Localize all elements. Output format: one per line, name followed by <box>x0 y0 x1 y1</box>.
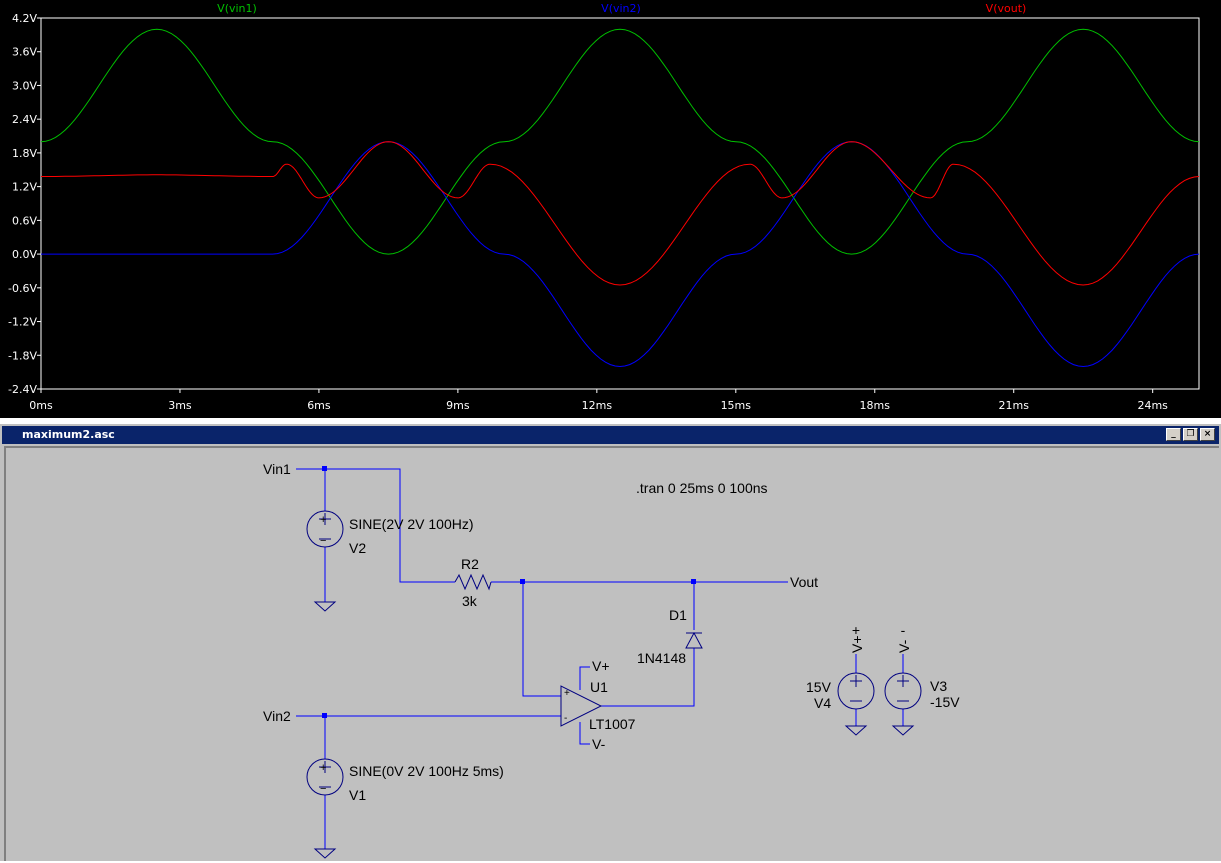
d1-ref[interactable]: D1 <box>669 607 687 623</box>
y-axis: 4.2V 3.6V 3.0V 2.4V 1.8V 1.2V 0.6V 0.0V -0.6V -1.… <box>8 12 41 396</box>
u1-ref[interactable]: U1 <box>590 679 608 695</box>
y-tick-label: -1.8V <box>8 349 37 362</box>
trace-group <box>40 28 1200 368</box>
plot-frame <box>40 17 1200 390</box>
v1-minus-mark: − <box>320 783 326 795</box>
r2-value[interactable]: 3k <box>462 593 478 609</box>
y-tick-label: 4.2V <box>12 12 37 25</box>
junction-dot <box>322 466 327 471</box>
waveform-plot-pane[interactable]: 4.2V 3.6V 3.0V 2.4V 1.8V 1.2V 0.6V 0.0V -0.6V -1.… <box>0 0 1221 418</box>
v2-value[interactable]: SINE(2V 2V 100Hz) <box>349 516 474 532</box>
close-button[interactable]: × <box>1200 428 1215 441</box>
y-tick-label: 3.6V <box>12 46 37 59</box>
x-tick-label: 0ms <box>29 399 53 412</box>
v4-value[interactable]: 15V <box>806 679 832 695</box>
trace-label-vin1[interactable]: V(vin1) <box>217 2 257 15</box>
minimize-button[interactable]: _ <box>1166 428 1181 441</box>
v1-ref[interactable]: V1 <box>349 787 366 803</box>
v2-plus-mark: + <box>320 514 326 526</box>
voltage-source-v2[interactable] <box>306 510 344 548</box>
d1-value[interactable]: 1N4148 <box>637 650 686 666</box>
v3-net-label[interactable]: V- <box>896 639 912 653</box>
voltage-source-v4[interactable] <box>837 672 875 710</box>
trace-vvin1[interactable] <box>40 28 1200 255</box>
wire-vin1[interactable] <box>296 468 455 583</box>
v3-value[interactable]: -15V <box>930 694 960 710</box>
v1-value[interactable]: SINE(0V 2V 100Hz 5ms) <box>349 763 504 779</box>
schematic-titlebar[interactable]: maximum2.asc _ ❐ × <box>2 426 1219 444</box>
wire-opamp-out[interactable] <box>601 648 695 707</box>
v2-ref[interactable]: V2 <box>349 540 366 556</box>
u1-value[interactable]: LT1007 <box>589 716 636 732</box>
trace-vvout[interactable] <box>41 141 1200 286</box>
ground-symbol <box>844 725 868 736</box>
x-tick-label: 18ms <box>860 399 891 412</box>
voltage-source-v3[interactable] <box>884 672 922 710</box>
spice-directive[interactable]: .tran 0 25ms 0 100ns <box>636 480 768 496</box>
ground-symbol <box>313 601 337 612</box>
ground-symbol <box>313 848 337 859</box>
v4-net-sign: + <box>852 622 860 638</box>
y-tick-label: 3.0V <box>12 79 37 92</box>
v1-plus-mark: + <box>320 762 326 774</box>
schematic-canvas[interactable]: Vin1 Vin2 Vout .tran 0 25ms 0 100ns SINE… <box>4 446 1219 861</box>
x-tick-label: 12ms <box>582 399 613 412</box>
opamp-u1[interactable] <box>560 685 603 727</box>
y-tick-label: -0.6V <box>8 282 37 295</box>
resistor-r2[interactable] <box>454 573 492 591</box>
x-axis: 0ms 3ms 6ms 9ms 12ms 15ms 18ms 21ms 24ms <box>29 389 1168 412</box>
diode-d1[interactable] <box>685 631 703 649</box>
trace-label-vin2[interactable]: V(vin2) <box>601 2 641 15</box>
junction-dot <box>520 579 525 584</box>
junction-dot <box>691 579 696 584</box>
x-tick-label: 6ms <box>307 399 331 412</box>
net-label-vin1[interactable]: Vin1 <box>263 461 291 477</box>
y-tick-label: 1.2V <box>12 181 37 194</box>
wire-opamp-vplus[interactable] <box>579 666 590 690</box>
v3-ref[interactable]: V3 <box>930 678 947 694</box>
restore-button[interactable]: ❐ <box>1183 428 1198 441</box>
opamp-vplus-label[interactable]: V+ <box>592 658 610 674</box>
trace-label-vout[interactable]: V(vout) <box>986 2 1027 15</box>
y-tick-label: 0.6V <box>12 214 37 227</box>
y-tick-label: -1.2V <box>8 316 37 329</box>
waveform-chart: 4.2V 3.6V 3.0V 2.4V 1.8V 1.2V 0.6V 0.0V -0.6V -1.… <box>8 2 1200 412</box>
opamp-plus-pin: + <box>564 688 570 699</box>
x-tick-label: 9ms <box>446 399 470 412</box>
v3-net-sign: - <box>901 622 906 638</box>
net-label-vout[interactable]: Vout <box>790 574 818 590</box>
v4-ref[interactable]: V4 <box>814 695 831 711</box>
x-tick-label: 3ms <box>168 399 192 412</box>
y-tick-label: -2.4V <box>8 383 37 396</box>
wire-feedback[interactable] <box>522 582 561 697</box>
schematic-window: maximum2.asc _ ❐ × <box>0 422 1221 861</box>
v2-minus-mark: − <box>320 535 326 547</box>
ground-symbol <box>891 725 915 736</box>
schematic-window-title: maximum2.asc <box>22 428 115 441</box>
opamp-minus-pin: - <box>564 713 567 724</box>
y-tick-label: 2.4V <box>12 113 37 126</box>
voltage-source-v1[interactable] <box>306 758 344 796</box>
opamp-vminus-label[interactable]: V- <box>592 736 606 752</box>
y-tick-label: 1.8V <box>12 147 37 160</box>
x-tick-label: 15ms <box>721 399 752 412</box>
trace-vvin2[interactable] <box>41 141 1200 368</box>
net-label-vin2[interactable]: Vin2 <box>263 708 291 724</box>
v4-net-label[interactable]: V+ <box>849 635 865 653</box>
x-tick-label: 24ms <box>1137 399 1168 412</box>
y-tick-label: 0.0V <box>12 248 37 261</box>
wire-opamp-vminus[interactable] <box>579 722 590 745</box>
x-tick-label: 21ms <box>998 399 1029 412</box>
r2-ref[interactable]: R2 <box>461 556 479 572</box>
junction-dot <box>322 713 327 718</box>
